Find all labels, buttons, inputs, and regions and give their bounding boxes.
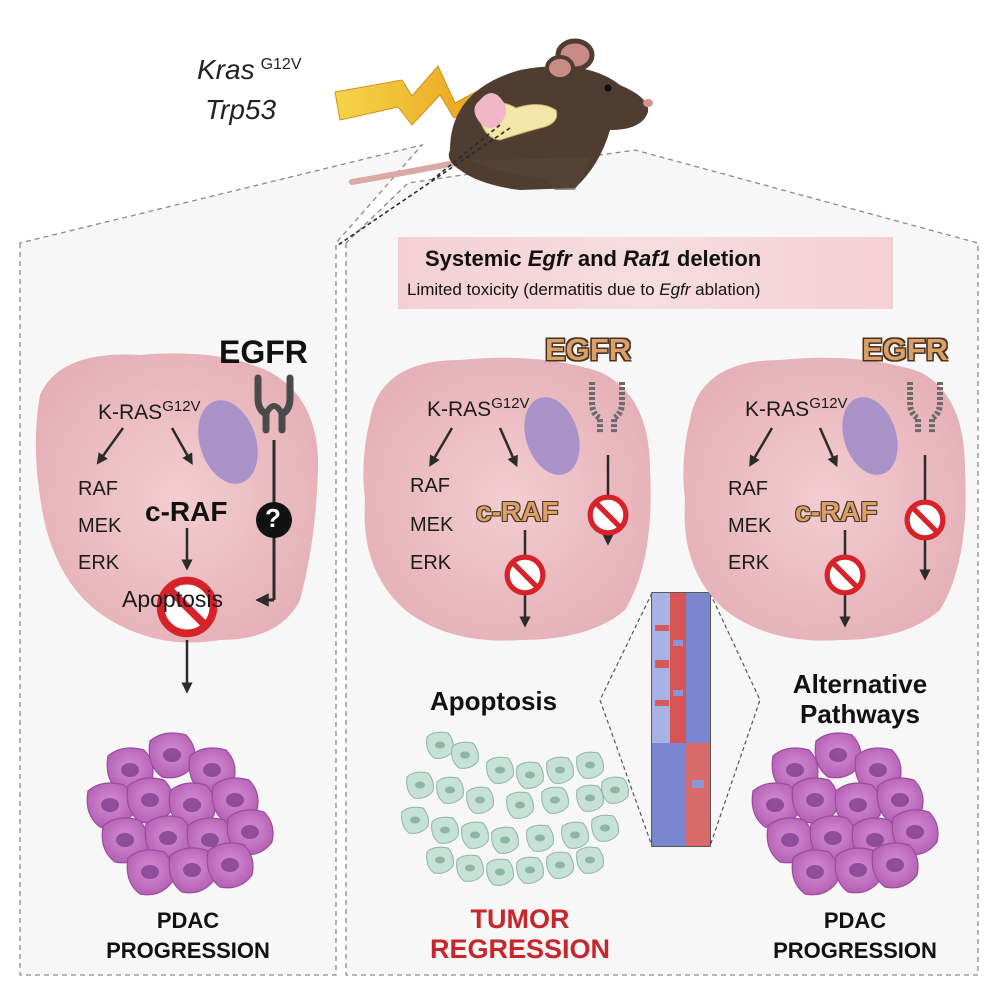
middle-outcome-line1: TUMOR <box>470 904 570 934</box>
middle-raf-label: RAF <box>410 475 450 497</box>
right-egfr-label: EGFR <box>862 332 949 367</box>
right-outcome-line1: PDAC <box>823 908 887 933</box>
right-kras-label: K-RASG12V <box>745 395 848 421</box>
left-cell <box>35 353 319 694</box>
left-raf-label: RAF <box>78 478 118 500</box>
left-craf-label: c-RAF <box>145 496 228 527</box>
right-outcome-line2: PROGRESSION <box>773 938 937 963</box>
left-mek-label: MEK <box>78 515 122 537</box>
middle-egfr-receptor-icon <box>589 382 625 434</box>
question-icon <box>256 502 292 538</box>
right-alt-line2: Pathways <box>800 699 920 729</box>
middle-egfr-label: EGFR <box>545 332 632 367</box>
middle-prohibited-icon-2 <box>507 557 543 593</box>
middle-craf-label: c-RAF <box>476 496 559 527</box>
treatment-banner <box>398 237 893 309</box>
heatmap <box>599 592 761 847</box>
right-erk-label: ERK <box>728 552 770 574</box>
mouse-icon <box>337 38 653 246</box>
right-prohibited-icon-2 <box>827 557 863 593</box>
left-kras-label: K-RASG12V <box>98 398 201 424</box>
banner-title: Systemic Egfr and Raf1 deletion <box>425 246 762 271</box>
left-outcome-line1: PDAC <box>156 908 220 933</box>
right-raf-label: RAF <box>728 478 768 500</box>
right-prohibited-icon-1 <box>907 502 943 538</box>
left-apoptosis-label: Apoptosis <box>122 586 224 612</box>
left-question-mark: ? <box>265 503 281 533</box>
middle-cell <box>363 357 651 641</box>
right-mek-label: MEK <box>728 515 772 537</box>
genotype-trp53: Trp53 <box>205 94 277 125</box>
banner-subtitle: Limited toxicity (dermatitis due to Egfr… <box>407 280 761 299</box>
right-alt-line1: Alternative <box>792 669 928 699</box>
right-cell <box>683 357 966 641</box>
middle-mek-label: MEK <box>410 514 454 536</box>
middle-outcome-line2: REGRESSION <box>429 934 611 964</box>
middle-kras-label: K-RASG12V <box>427 395 530 421</box>
left-erk-label: ERK <box>78 552 120 574</box>
middle-prohibited-icon-1 <box>590 497 626 533</box>
right-craf-label: c-RAF <box>795 496 878 527</box>
middle-erk-label: ERK <box>410 552 452 574</box>
left-egfr-label: EGFR <box>219 334 308 370</box>
left-outcome-line2: PROGRESSION <box>106 938 270 963</box>
middle-apoptosis-label: Apoptosis <box>430 686 558 716</box>
right-egfr-receptor-icon <box>907 382 943 434</box>
egfr-receptor-icon <box>254 374 294 434</box>
